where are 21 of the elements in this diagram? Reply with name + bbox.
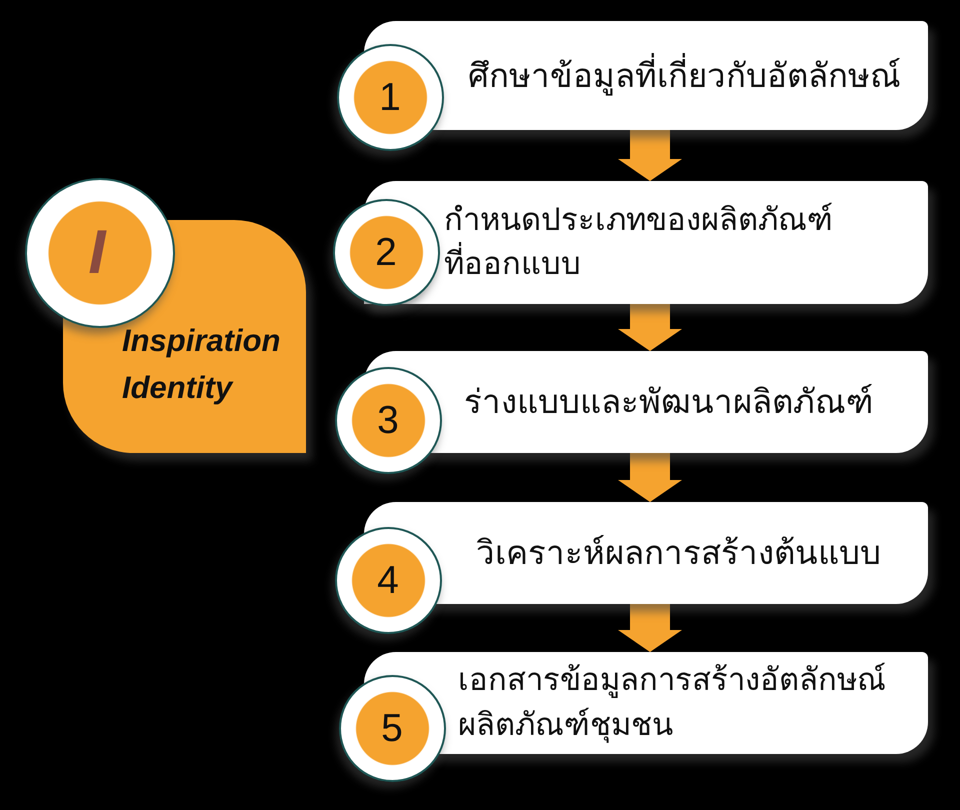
step-number: 4 bbox=[377, 560, 399, 600]
step-box bbox=[364, 181, 928, 304]
step-number: 5 bbox=[381, 708, 403, 748]
arrow bbox=[618, 453, 682, 502]
step-number: 2 bbox=[375, 232, 397, 272]
arrow bbox=[618, 130, 682, 181]
step-text: เอกสารข้อมูลการสร้างอัตลักษณ์ผลิตภัณฑ์ชุมชน bbox=[458, 661, 887, 745]
step-number: 1 bbox=[379, 78, 401, 116]
step-text: กำหนดประเภทของผลิตภัณฑ์ที่ออกแบบ bbox=[444, 200, 834, 284]
step-box bbox=[364, 652, 928, 754]
step-box bbox=[364, 502, 928, 604]
arrow bbox=[618, 304, 682, 351]
step-text: วิเคราะห์ผลการสร้างต้นแบบ bbox=[476, 532, 881, 574]
step-text: ร่างแบบและพัฒนาผลิตภัณฑ์ bbox=[464, 381, 873, 424]
step-box bbox=[364, 21, 928, 130]
step-box bbox=[364, 351, 928, 453]
panel-title: Inspiration Identity bbox=[122, 322, 282, 407]
arrow bbox=[618, 604, 682, 652]
step-text: ศึกษาข้อมูลที่เกี่ยวกับอัตลักษณ์ bbox=[468, 52, 901, 100]
step-number: 3 bbox=[377, 400, 399, 440]
badge-letter: I bbox=[88, 222, 106, 284]
